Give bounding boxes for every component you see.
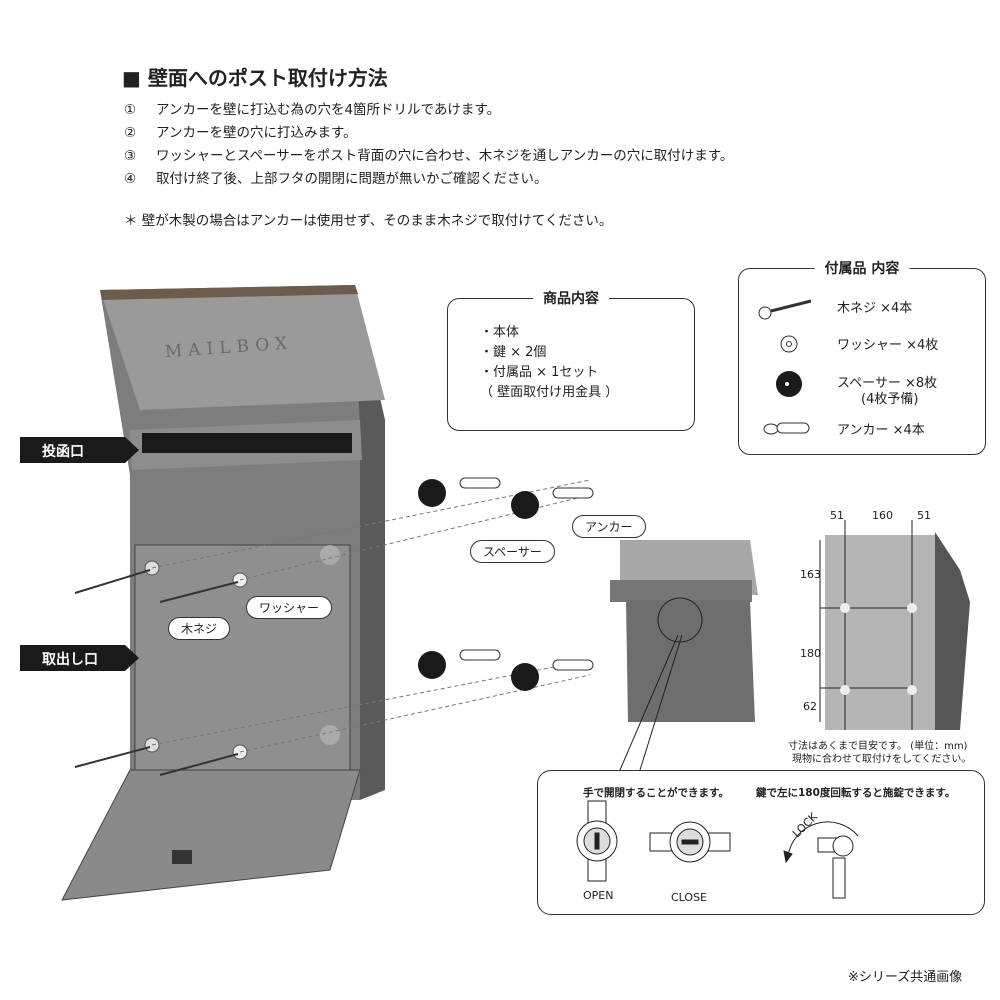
key-lock-icon	[783, 821, 859, 899]
label-spacer: スペーサー	[470, 540, 555, 563]
mailbox-dimension-illustration	[610, 520, 970, 771]
latch-close-icon	[649, 821, 731, 863]
accessory-label: スペーサー ×8枚	[837, 376, 938, 391]
label-washer: ワッシャー	[246, 596, 333, 619]
dimension-label: 180	[800, 647, 821, 660]
page-title: ■ 壁面へのポスト取付け方法	[122, 66, 388, 90]
accessories-title: 付属品 内容	[814, 258, 910, 278]
dimension-label: 160	[872, 509, 893, 522]
spacer-icon	[776, 371, 802, 397]
mailbox-front	[610, 540, 758, 771]
tag-retrieval-door: 取出し口	[20, 645, 139, 671]
accessories-box: 付属品 内容 木ネジ ×4本 ワッシャー ×4枚 スペーサー ×8枚 (4枚予備…	[738, 258, 986, 455]
contents-item: ・本体	[480, 325, 520, 340]
product-contents-box: 商品内容 ・本体 ・鍵 × 2個 ・付属品 × 1セット （ 壁面取付け用金具 …	[447, 288, 695, 431]
screw-icon	[758, 299, 812, 320]
accessory-label: アンカー ×4本	[837, 423, 925, 438]
step-number: ①	[124, 102, 137, 118]
latch-open-icon	[576, 800, 618, 882]
mail-slot	[142, 433, 352, 453]
contents-item: ・鍵 × 2個	[480, 345, 547, 360]
spacer-icon	[418, 479, 539, 691]
dimension-note: 現物に合わせて取付けをしてください。	[792, 754, 972, 765]
step-text: ワッシャーとスペーサーをポスト背面の穴に合わせ、木ネジを通しアンカーの穴に取付け…	[156, 148, 734, 164]
accessory-label: 木ネジ ×4本	[837, 301, 913, 316]
tag-mail-slot: 投函口	[20, 437, 139, 463]
step-number: ③	[124, 148, 137, 164]
step-number: ④	[124, 171, 137, 187]
lock-instructions-box: 手で開閉することができます。 鍵で左に180度回転すると施錠できます。 LOCK…	[537, 770, 985, 915]
dimension-label: 62	[803, 700, 817, 713]
label-anchor: アンカー	[572, 515, 646, 538]
dimension-label: 51	[917, 509, 931, 522]
label-screw: 木ネジ	[168, 617, 231, 640]
anchor-icon	[763, 422, 810, 435]
mailbox-exploded-illustration: MAILBOX	[61, 285, 594, 901]
lock-direction-label: LOCK	[790, 810, 820, 840]
mailbox-body: MAILBOX	[100, 285, 385, 800]
washer-icon	[780, 335, 798, 353]
accessory-label: ワッシャー ×4枚	[837, 338, 939, 353]
step-text: アンカーを壁の穴に打込みます。	[156, 125, 357, 141]
lock-diagrams: LOCK	[576, 800, 859, 899]
step-1: ① アンカーを壁に打込む為の穴を4箇所ドリルであけます。	[124, 98, 500, 118]
anchor-icon	[459, 477, 594, 671]
step-text: アンカーを壁に打込む為の穴を4箇所ドリルであけます。	[156, 102, 501, 118]
hand-operation-text: 手で開閉することができます。	[583, 787, 729, 799]
screw-icon	[74, 569, 239, 776]
mailbox-back	[819, 520, 970, 730]
key-lock-text: 鍵で左に180度回転すると施錠できます。	[756, 787, 956, 799]
contents-item: （ 壁面取付け用金具 ）	[480, 385, 619, 400]
contents-title: 商品内容	[533, 288, 609, 308]
open-label: OPEN	[583, 889, 614, 902]
step-2: ② アンカーを壁の穴に打込みます。	[124, 121, 357, 141]
step-4: ④ 取付け終了後、上部フタの開閉に問題が無いかご確認ください。	[124, 167, 548, 187]
dimension-label: 51	[830, 509, 844, 522]
step-3: ③ ワッシャーとスペーサーをポスト背面の穴に合わせ、木ネジを通しアンカーの穴に取付…	[124, 144, 733, 164]
dimension-note: 寸法はあくまで目安です。 (単位：mm)	[788, 741, 968, 752]
accessory-sublabel: (4枚予備)	[861, 392, 919, 407]
mailbox-door-open	[61, 769, 361, 901]
close-label: CLOSE	[671, 891, 708, 904]
wood-wall-note: ＊ 壁が木製の場合はアンカーは使用せず、そのまま木ネジで取付けてください。	[124, 213, 613, 229]
accessory-icons	[758, 299, 812, 435]
footer-note: ※シリーズ共通画像	[848, 970, 963, 985]
step-text: 取付け終了後、上部フタの開閉に問題が無いかご確認ください。	[156, 171, 548, 187]
contents-item: ・付属品 × 1セット	[480, 365, 599, 380]
step-number: ②	[124, 125, 137, 141]
dimension-label: 163	[800, 568, 821, 581]
